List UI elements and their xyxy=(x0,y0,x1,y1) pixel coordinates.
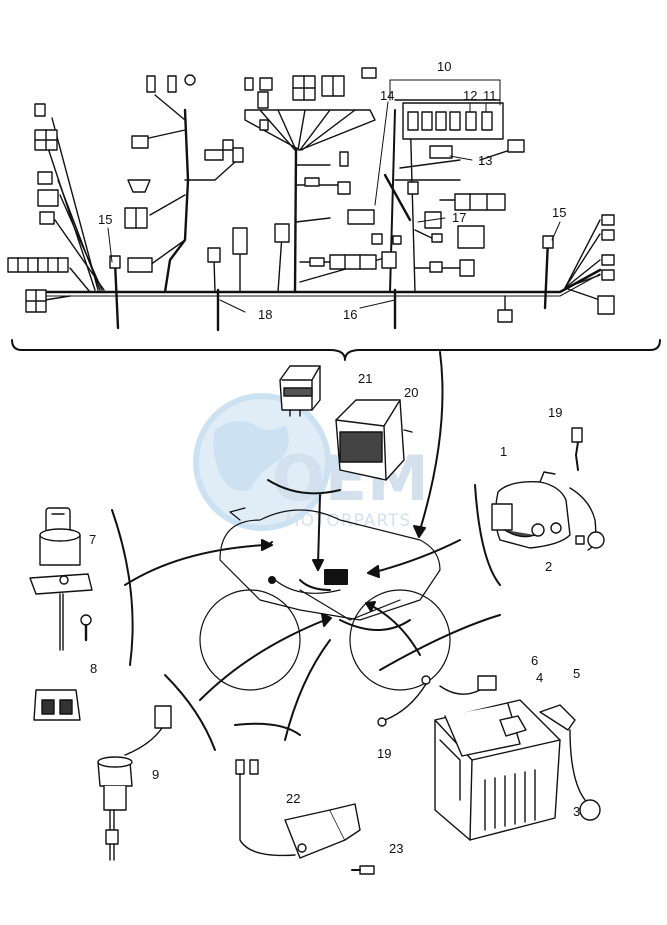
callout-19-upper: 19 xyxy=(548,405,563,420)
switch-9 xyxy=(97,705,172,861)
cable-5 xyxy=(539,704,601,821)
wire-harness xyxy=(38,94,602,313)
callout-3: 3 xyxy=(573,804,581,819)
callout-21: 21 xyxy=(358,371,373,386)
lead-6 xyxy=(377,675,497,727)
watermark-sub-text: MOTORPARTS xyxy=(285,511,411,531)
control-unit-20 xyxy=(335,399,413,481)
battery-3 xyxy=(434,699,561,841)
callout-23: 23 xyxy=(389,841,404,856)
harness-bracket xyxy=(11,339,661,361)
arrows xyxy=(124,351,461,741)
callout-9: 9 xyxy=(152,767,160,782)
callout-8: 8 xyxy=(90,661,98,676)
callout-15-left: 15 xyxy=(98,212,113,227)
callout-18: 18 xyxy=(258,307,273,322)
callout-12: 12 xyxy=(463,88,478,103)
callout-6: 6 xyxy=(531,653,539,668)
starter-relay-1 xyxy=(491,471,585,549)
harness-connectors xyxy=(7,67,615,323)
band-19-upper xyxy=(569,427,605,551)
ignition-switch-7 xyxy=(29,507,93,721)
relay-21 xyxy=(279,365,321,417)
callout-15-right: 15 xyxy=(552,205,567,220)
callout-2: 2 xyxy=(545,559,553,574)
callout-17: 17 xyxy=(452,210,467,225)
callout-1: 1 xyxy=(500,444,508,459)
callout-16: 16 xyxy=(343,307,358,322)
callout-7: 7 xyxy=(89,532,97,547)
callout-13: 13 xyxy=(478,153,493,168)
callout-22: 22 xyxy=(286,791,301,806)
callout-4: 4 xyxy=(536,670,544,685)
motorcycle-outline xyxy=(199,507,451,691)
callout-20: 20 xyxy=(404,385,419,400)
leader-lines-top xyxy=(107,79,561,313)
cable-ties xyxy=(109,173,554,332)
watermark-continent-shape xyxy=(213,421,289,491)
callout-11: 11 xyxy=(483,88,497,103)
unit-22 xyxy=(235,759,375,875)
callout-19-lower: 19 xyxy=(377,746,392,761)
group-brackets xyxy=(111,479,501,751)
callout-10: 10 xyxy=(437,59,452,74)
callout-5: 5 xyxy=(573,666,581,681)
callout-14: 14 xyxy=(380,88,395,103)
